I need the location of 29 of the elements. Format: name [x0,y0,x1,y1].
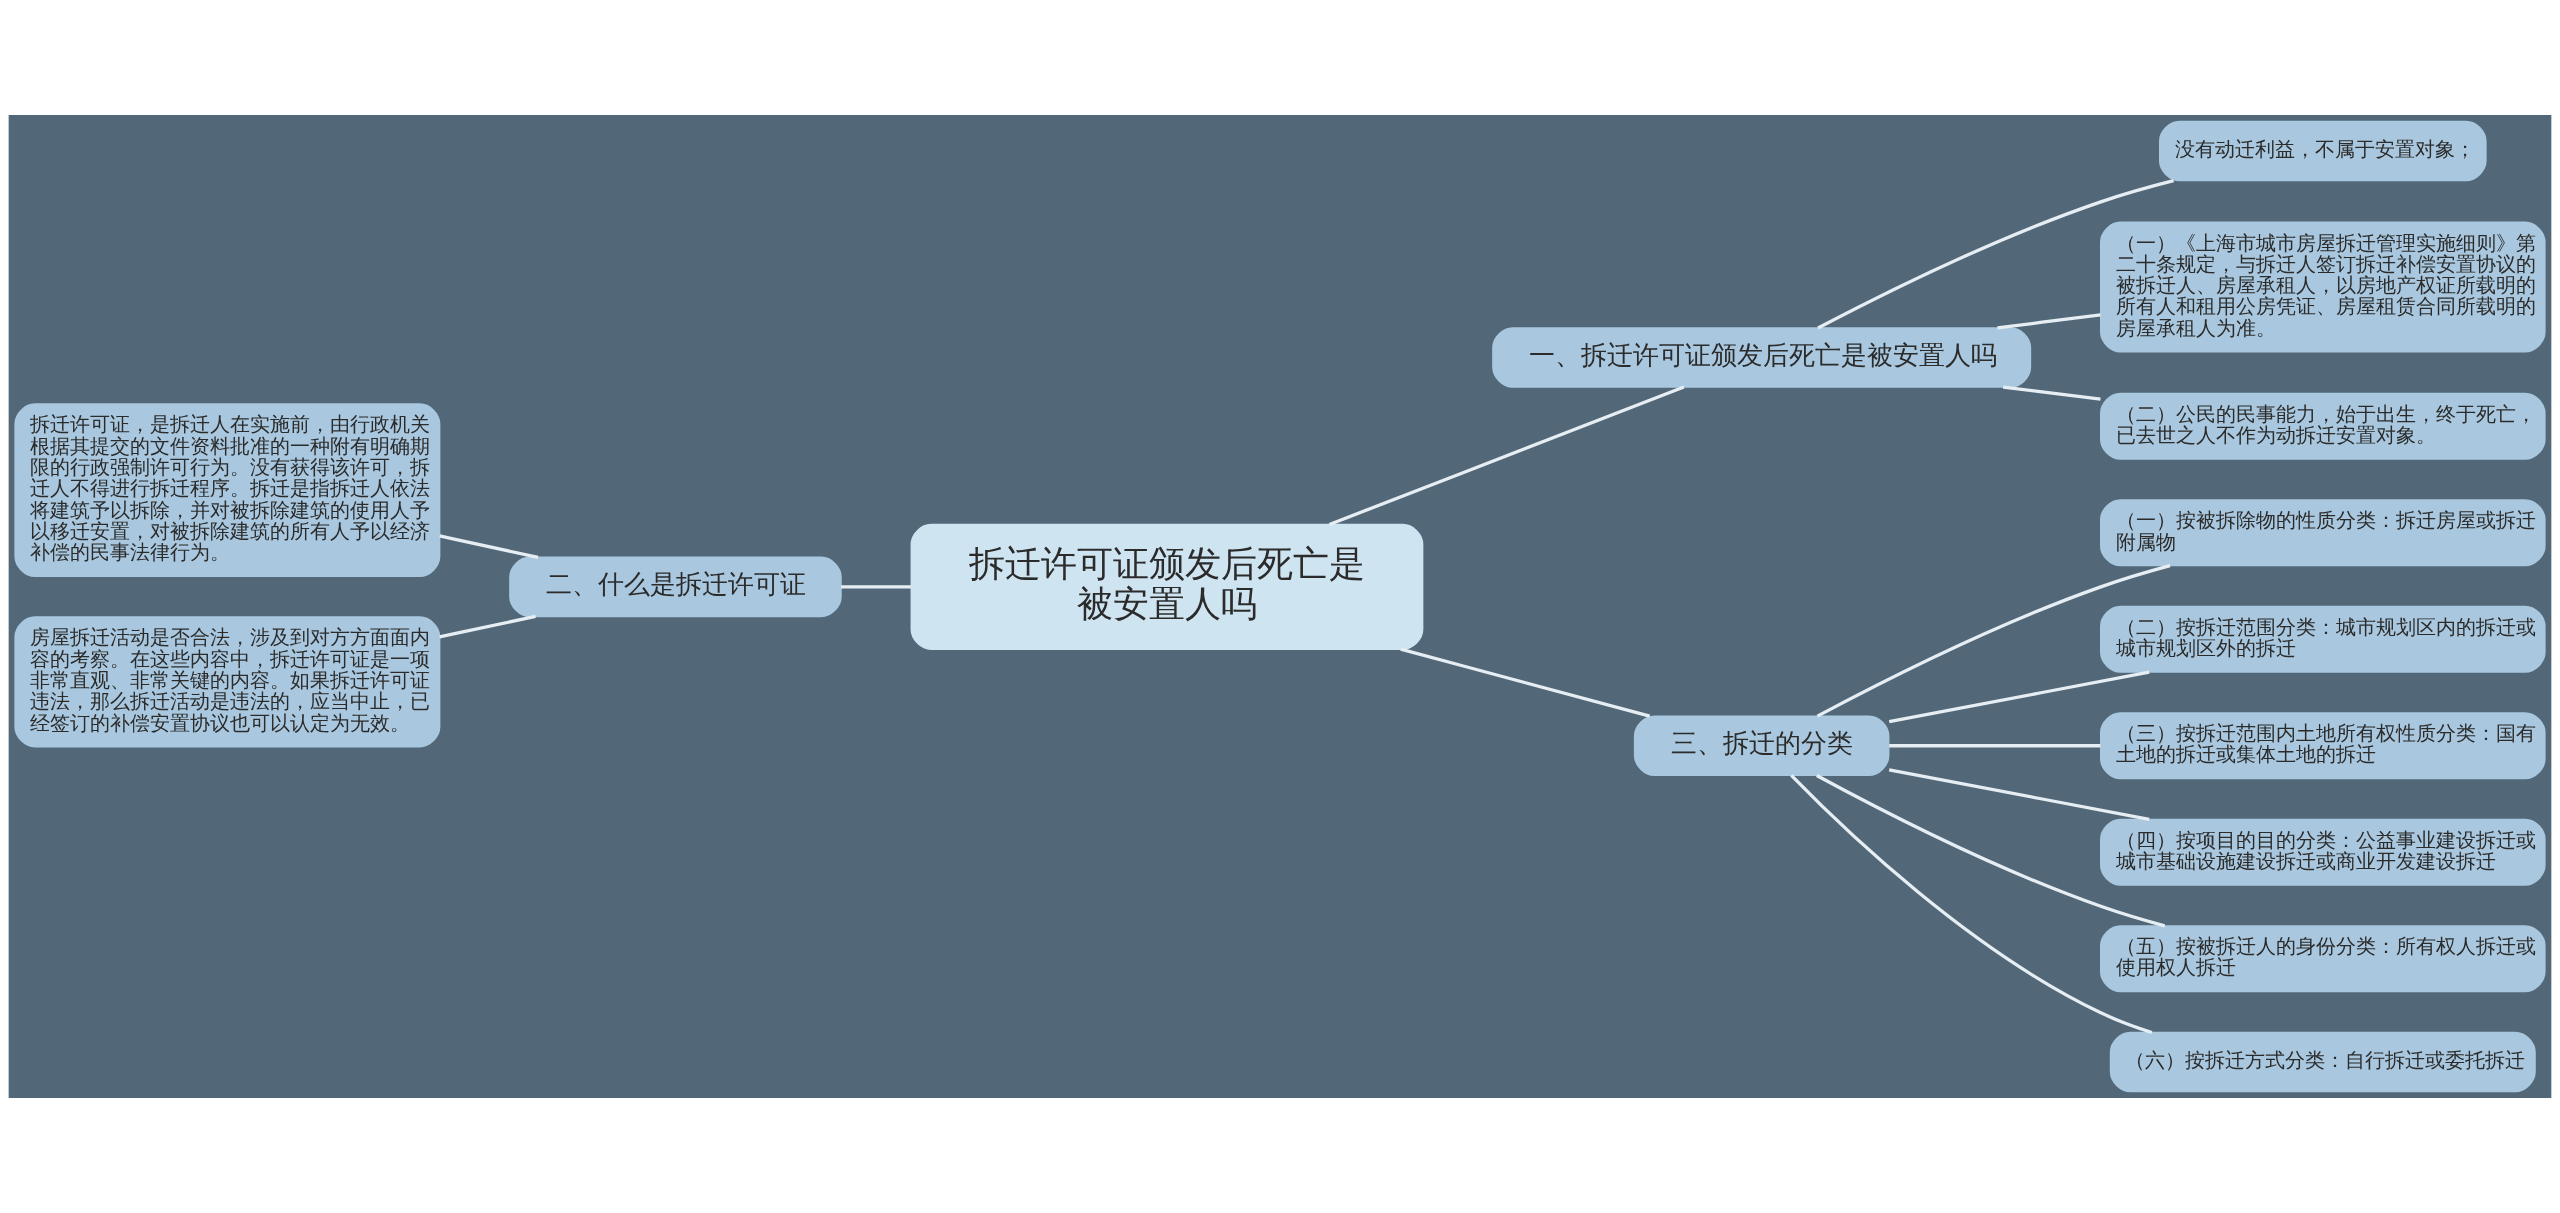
node-box: 房屋拆迁活动是否合法，涉及到对方方面面内容的考察。在这些内容中，拆迁许可证是一项非常直观、非常关键的内容。如果拆迁许可证违法，那么拆迁活动是违法的，应当中止，已经签订的补偿安置协议也可以认定为无效。 [14,616,441,748]
connector [439,614,536,639]
node-box: 拆迁许可证，是拆迁人在实施前，由行政机关根据其提交的文件资料批准的一种附有明确期限的行政强制许可行为。没有获得该许可，拆迁人不得进行拆迁程序。拆迁是指拆迁人依法将建筑予以拆除，并对被拆除建筑的使用人予以移迁安置，对被拆除建筑的所有人予以经济补偿的民事法律行为。 [14,403,441,577]
node-box: 二、什么是拆迁许可证 [509,556,842,618]
node-box: （六）按拆迁方式分类：自行拆迁或委托拆迁 [2109,1031,2536,1093]
node-box: （三）按拆迁范围内土地所有权性质分类：国有土地的拆迁或集体土地的拆迁 [2100,712,2546,780]
node-box: （一）按被拆除物的性质分类：拆迁房屋或拆迁附属物 [2100,499,2546,567]
connector [2002,385,2101,401]
connector [1328,385,1685,526]
node-box: 一、拆迁许可证颁发后死亡是被安置人吗 [1492,327,2032,388]
node-box: （二）按拆迁范围分类：城市规划区内的拆迁或城市规划区外的拆迁 [2100,605,2546,673]
connector [1400,647,1651,718]
connector [841,585,911,589]
node-box: （二）公民的民事能力，始于出生，终于死亡，已去世之人不作为动拆迁安置对象。 [2100,392,2546,460]
node-box: 拆迁许可证颁发后死亡是被安置人吗 [910,523,1424,650]
connector [1997,313,2101,330]
connector [1816,774,2166,928]
connector [1888,670,2150,724]
connector [1816,564,2171,718]
node-box: （一）《上海市城市房屋拆迁管理实施细则》第二十条规定，与拆迁人签订拆迁补偿安置协议的被拆迁人、房屋承租人，以房地产权证所载明的所有人和租用公房凭证、房屋租赁合同所载明的房屋承租人为准。 [2100,221,2546,353]
node-box: （四）按项目的目的分类：公益事业建设拆迁或城市基础设施建设拆迁或商业开发建设拆迁 [2100,818,2546,886]
connector [1889,744,2101,748]
connector [439,534,539,559]
connector [1790,774,2153,1035]
node-box: 没有动迁利益，不属于安置对象； [2158,120,2487,182]
node-box: （五）按被拆迁人的身份分类：所有权人拆迁或使用权人拆迁 [2100,925,2546,993]
node-box: 三、拆迁的分类 [1633,715,1890,777]
connector [1817,179,2174,330]
connector [1888,768,2150,822]
